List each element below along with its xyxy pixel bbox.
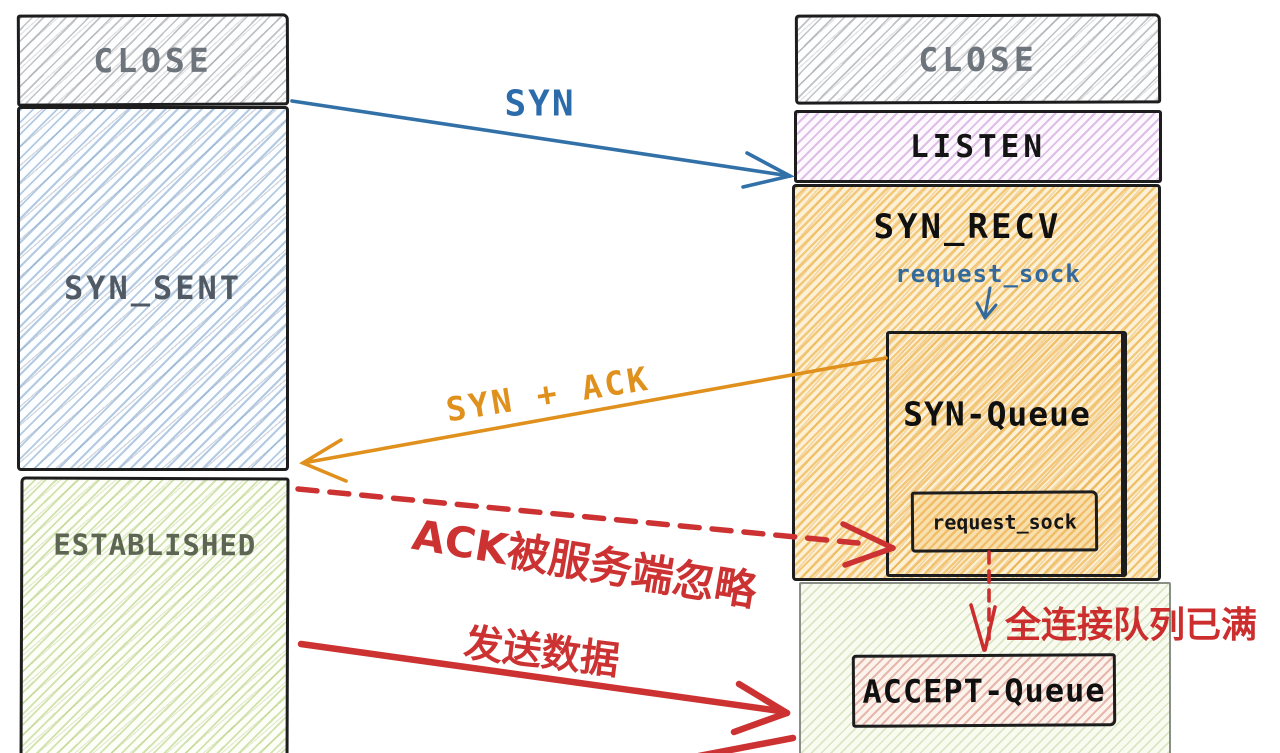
server-close-label: CLOSE bbox=[918, 39, 1038, 79]
client-close-label: CLOSE bbox=[93, 40, 213, 80]
server-listen-label: LISTEN bbox=[910, 128, 1046, 165]
client-syn-sent-label: SYN_SENT bbox=[63, 269, 243, 307]
server-syn-recv-label: SYN_RECV bbox=[873, 207, 1062, 247]
syn-queue-request-sock-item: request_sock bbox=[910, 490, 1099, 553]
syn-message-label: SYN bbox=[504, 83, 576, 125]
ack-ignored-message-label: ACK被服务端忽略 bbox=[408, 510, 761, 616]
syn-ack-message-label: SYN + ACK bbox=[443, 358, 653, 430]
client-established-label: ESTABLISHED bbox=[53, 527, 257, 563]
queue-full-message-label: 全连接队列已满 bbox=[1005, 605, 1258, 646]
server-close-state-box: CLOSE bbox=[794, 13, 1162, 105]
accept-queue-box: ACCEPT-Queue bbox=[851, 653, 1117, 728]
accept-queue-label: ACCEPT-Queue bbox=[862, 670, 1106, 711]
request-sock-item-label: request_sock bbox=[932, 508, 1077, 535]
second-send-arrow-partial bbox=[697, 734, 797, 753]
client-syn-sent-state-box: SYN_SENT bbox=[17, 106, 289, 471]
server-listen-state-box: LISTEN bbox=[794, 110, 1162, 183]
client-established-state-box: ESTABLISHED bbox=[19, 476, 290, 753]
request-sock-pointer-label: request_sock bbox=[895, 260, 1081, 288]
client-close-state-box: CLOSE bbox=[16, 13, 290, 107]
send-data-message-label: 发送数据 bbox=[461, 620, 622, 685]
syn-queue-title: SYN-Queue bbox=[903, 394, 1091, 434]
